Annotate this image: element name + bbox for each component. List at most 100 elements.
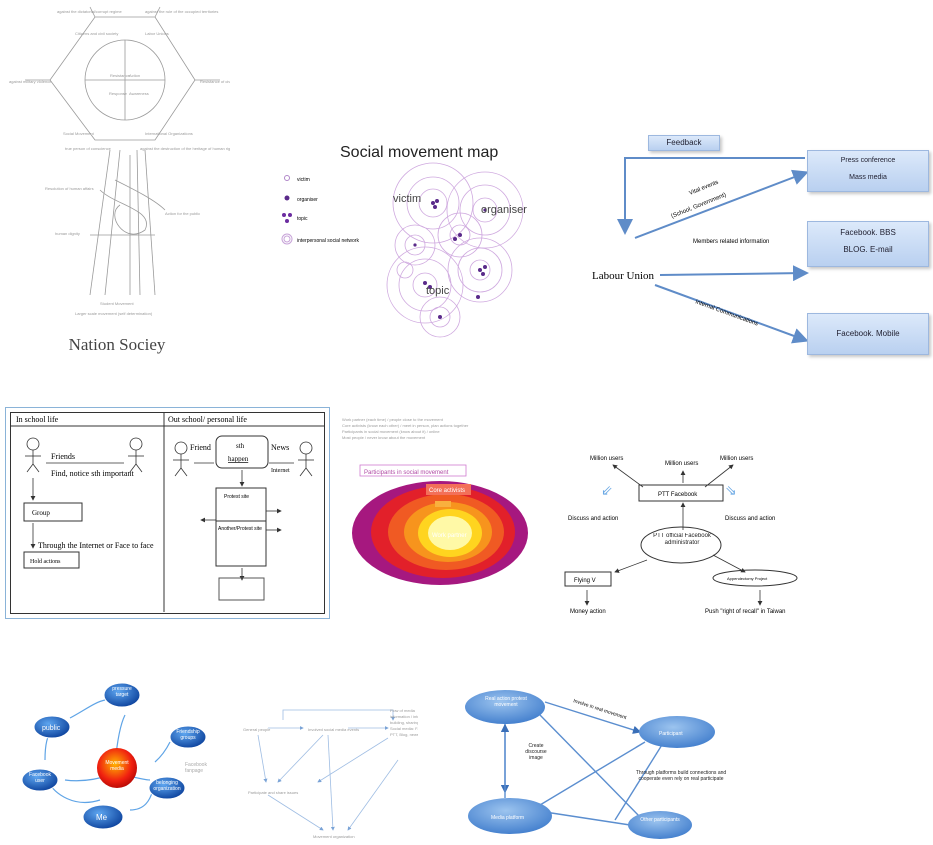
legend-organiser-marker	[284, 195, 290, 201]
facebook-bbs-text: Facebook. BBS	[840, 228, 896, 237]
money-action-label: Money action	[570, 609, 606, 615]
belonging-organization-node: belonging organization	[153, 780, 181, 792]
nation-society-sketch: against the dictatorial/corrupt regime a…	[9, 6, 257, 354]
network-rings	[386, 162, 524, 338]
legend-victim-marker	[284, 175, 290, 181]
group-box: Group	[32, 509, 50, 517]
friend-label: Friend	[190, 443, 211, 452]
svg-text:against the rule of the occupi: against the rule of the occupied territo…	[145, 9, 218, 14]
svg-text:International Organizations: International Organizations	[145, 131, 193, 136]
participant-node: Participant	[659, 731, 683, 737]
svg-text:Social Movement: Social Movement	[63, 131, 95, 136]
discuss-action-1: Discuss and action	[568, 516, 618, 522]
happen-label: happen	[228, 455, 249, 463]
svg-text:Involved social media events: Involved social media events	[308, 727, 359, 732]
svg-text:Participate and share issues: Participate and share issues	[248, 790, 298, 795]
hold-actions-box: Hold actions	[30, 559, 61, 565]
vital-events-label: Vital events	[689, 180, 720, 197]
svg-text:Action: Action	[129, 73, 140, 78]
svg-text:against military violence: against military violence	[9, 79, 52, 84]
participants-svg: Work partner (each time) / people close …	[342, 417, 528, 585]
me-network-diagram: pressure target public Friendship groups…	[5, 680, 230, 840]
find-label: Find, notice sth important	[51, 469, 134, 478]
friendship-groups-node: Friendship groups	[176, 729, 200, 741]
social-movement-map-svg: Social movement map victim organiser top…	[281, 144, 527, 338]
stick-figures	[25, 437, 314, 581]
million-users-3: Million users	[720, 456, 753, 462]
legend-victim: victim	[297, 177, 310, 183]
create-discourse-label: Create discourse image	[525, 743, 547, 761]
appendectomy-node: Appendectomy Project	[727, 576, 768, 581]
real-action-node: Real action protest movement	[485, 696, 527, 708]
ptt-facebook-box: PTT Facebook	[658, 492, 698, 498]
legend-network: interpersonal social network	[297, 238, 359, 244]
nation-society-title: Nation Sociey	[69, 335, 166, 354]
media-platform-node: Media platform	[491, 815, 524, 821]
participants-label: Participants in social movement	[364, 470, 449, 476]
nation-society-diagram: against the dictatorial/corrupt regime a…	[5, 5, 257, 365]
mass-media-text: Mass media	[849, 174, 887, 181]
out-school-title: Out school/ personal life	[168, 415, 247, 424]
svg-text:Most people / never know about: Most people / never know about the movem…	[342, 435, 426, 440]
sth-label: sth	[236, 442, 245, 450]
svg-text:Larger scale movement (self: Larger scale movement (self determinatio…	[75, 311, 153, 316]
in-school-title: In school life	[16, 415, 59, 424]
work-partner-label: Work partner	[432, 533, 467, 539]
svg-text:human dignity: human dignity	[55, 231, 80, 236]
svg-text:against the destruction of the: against the destruction of the heritage …	[140, 146, 230, 151]
flying-v-box: Flying V	[574, 578, 596, 584]
feedback-box: Feedback	[648, 135, 720, 151]
real-action-svg: Real action protest movement Involve in …	[465, 690, 726, 839]
million-users-1: Million users	[590, 456, 623, 462]
friends-label: Friends	[51, 452, 75, 461]
labour-union-arrows: Vital events (School, Government) Member…	[592, 157, 809, 344]
blog-email-text: BLOG. E-mail	[843, 245, 893, 254]
svg-text:against the dictatorial/corrup: against the dictatorial/corrupt regime	[57, 9, 122, 14]
svg-text:Resistance of civil organizati: Resistance of civil organizations	[200, 79, 230, 84]
left-broadcast-icon: ⇙	[601, 482, 613, 498]
school-life-svg: In school life Out school/ personal life…	[11, 413, 324, 612]
svg-text:information / interest: information / interest	[390, 714, 418, 719]
pressure-target-node: pressure target	[112, 686, 132, 698]
svg-text:PTT, Blog, news: PTT, Blog, news	[390, 732, 418, 737]
svg-text:Awareness: Awareness	[129, 91, 149, 96]
svg-text:Response: Response	[109, 91, 128, 96]
svg-text:Flow of media: Flow of media	[390, 708, 416, 713]
internal-communications-label: Internal Communications	[694, 299, 758, 327]
svg-text:Participants in social movemen: Participants in social movement (know ab…	[342, 429, 440, 434]
labour-union-diagram: Vital events (School, Government) Member…	[590, 133, 930, 358]
movement-media-node: Movement media	[105, 760, 129, 772]
me-network-svg: pressure target public Friendship groups…	[21, 682, 207, 830]
label-victim: victim	[393, 193, 421, 205]
participants-diagram: Work partner (each time) / people close …	[340, 415, 555, 585]
svg-text:Core activists (know each othe: Core activists (know each other) / meet …	[342, 423, 469, 428]
svg-text:Labor Unions: Labor Unions	[145, 31, 169, 36]
other-participants-node: Other participants	[640, 817, 680, 823]
school-life-diagram: In school life Out school/ personal life…	[5, 407, 330, 619]
protest-site-label: Protest site	[224, 494, 249, 500]
another-protest-label: Another/Protest site	[218, 526, 262, 532]
faint-flow-svg: General people Involved social media eve…	[243, 708, 433, 839]
facebook-mobile-box: Facebook. Mobile	[807, 313, 929, 355]
svg-text:Work partner (each time) / peo: Work partner (each time) / people close …	[342, 417, 444, 422]
facebook-blog-box: Facebook. BBS BLOG. E-mail	[807, 221, 929, 267]
members-info-label: Members related information	[693, 239, 769, 245]
press-media-box: Press conference Mass media	[807, 150, 929, 192]
through-internet-label: Through the Internet or Face to face	[38, 541, 154, 550]
me-node: Me	[96, 813, 108, 822]
news-label: News	[271, 443, 289, 452]
svg-text:General people: General people	[243, 727, 271, 732]
svg-text:Citizens and civil society: Citizens and civil society	[75, 31, 118, 36]
svg-text:true person of conscience: true person of conscience	[65, 146, 112, 151]
ptt-facebook-diagram: Million users Million users Million user…	[555, 445, 815, 620]
svg-text:Resistance: Resistance	[110, 73, 131, 78]
million-users-2: Million users	[665, 461, 698, 467]
map-title: Social movement map	[340, 144, 498, 161]
label-organiser: organiser	[481, 204, 527, 216]
real-action-diagram: Real action protest movement Involve in …	[465, 680, 730, 840]
internet-label: Internet	[271, 468, 290, 474]
svg-text:Social media: Facebook: Social media: Facebook	[390, 726, 418, 731]
legend-topic: topic	[297, 216, 308, 222]
public-node: public	[42, 725, 61, 732]
svg-text:Action for the public: Action for the public	[165, 211, 200, 216]
